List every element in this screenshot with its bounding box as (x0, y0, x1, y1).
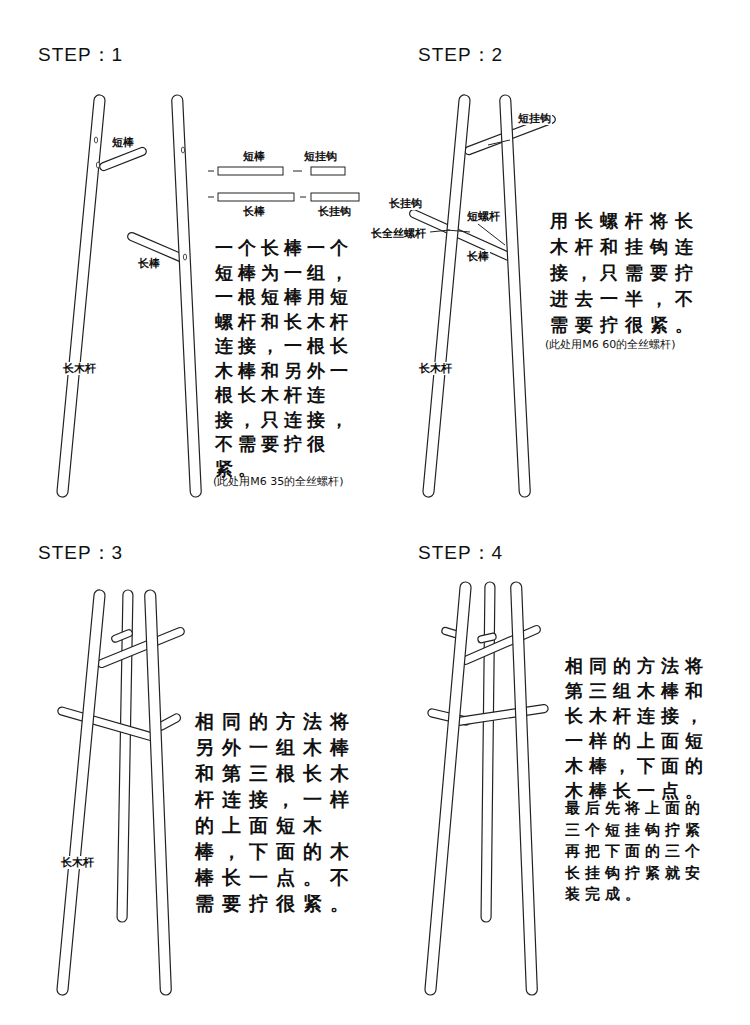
screw-hole (183, 254, 186, 260)
dash (300, 197, 306, 198)
part-name: 长木杆 (62, 362, 97, 375)
dash (293, 171, 302, 172)
note-text: (此处用M6 35的全丝螺杆) (213, 474, 344, 489)
short-hook-part (311, 167, 345, 175)
short-rod (460, 624, 541, 665)
wooden-pole (57, 94, 106, 497)
wooden-pole (425, 582, 472, 996)
dash (208, 197, 214, 198)
wooden-pole (423, 94, 471, 497)
part-name: 短挂钩 (517, 112, 552, 125)
instruction-text: 最后先将上面的三个短挂钩拧紧再把下面的三个长挂钩拧紧就安装完成。 (565, 798, 708, 906)
instruction-text: 相同的方法将另外一组木棒和第三根长木杆连接，一样的上面短木棒，下面的木棒长一点。… (195, 708, 360, 916)
instruction-text: 相同的方法将第三组木棒和长木杆连接，一样的上面短木棒，下面的木棒长一点。 (565, 653, 712, 803)
part-name: 长棒 (242, 205, 266, 218)
part-name: 长木杆 (60, 856, 95, 869)
dash (208, 171, 214, 172)
part-name: 短螺杆 (466, 210, 501, 223)
leader-line (430, 230, 450, 232)
part-name: 短棒 (242, 150, 266, 163)
part-name: 短棒 (111, 136, 135, 149)
part-name: 长棒 (466, 250, 490, 263)
threaded-rod (488, 140, 510, 145)
long-rod-part (218, 193, 294, 201)
part-name: 长挂钩 (388, 197, 423, 210)
screw-hole (94, 137, 97, 143)
part-name: 短挂钩 (303, 150, 338, 163)
short-rod (96, 626, 185, 668)
short-rod-part (218, 167, 283, 175)
long-hook-part (311, 193, 359, 201)
part-name: 长棒 (137, 257, 161, 270)
screw-hole (96, 162, 99, 168)
wooden-pole (145, 590, 172, 995)
leader-line (478, 224, 505, 245)
wooden-pole (500, 95, 531, 498)
wooden-pole (57, 589, 106, 995)
screw-hole (181, 147, 184, 153)
instruction-text: 用长螺杆将长木杆和挂钩连接，只需要拧进去一半，不需要拧很紧。 (550, 208, 703, 338)
step-heading: STEP：1 (38, 42, 123, 68)
threaded-rod (447, 230, 470, 232)
step-heading: STEP：4 (418, 540, 503, 566)
step-heading: STEP：3 (38, 540, 123, 566)
wooden-pole (172, 95, 202, 498)
short-rod (477, 633, 497, 644)
step-heading: STEP：2 (418, 42, 503, 68)
note-text: (此处用M6 60的全丝螺杆) (545, 337, 676, 352)
short-rod (99, 146, 148, 171)
part-name: 长挂钩 (317, 205, 352, 218)
part-name: 长全丝螺杆 (370, 227, 427, 240)
part-name: 长木杆 (418, 362, 453, 375)
wooden-pole (511, 582, 538, 995)
short-rod (111, 629, 134, 643)
long-rod (57, 706, 157, 742)
long-rod (454, 704, 548, 726)
instruction-text: 一个长棒一个短棒为一组，一根短棒用短螺杆和长木杆连接，一根长木棒和另外一根长木杆… (215, 236, 356, 481)
